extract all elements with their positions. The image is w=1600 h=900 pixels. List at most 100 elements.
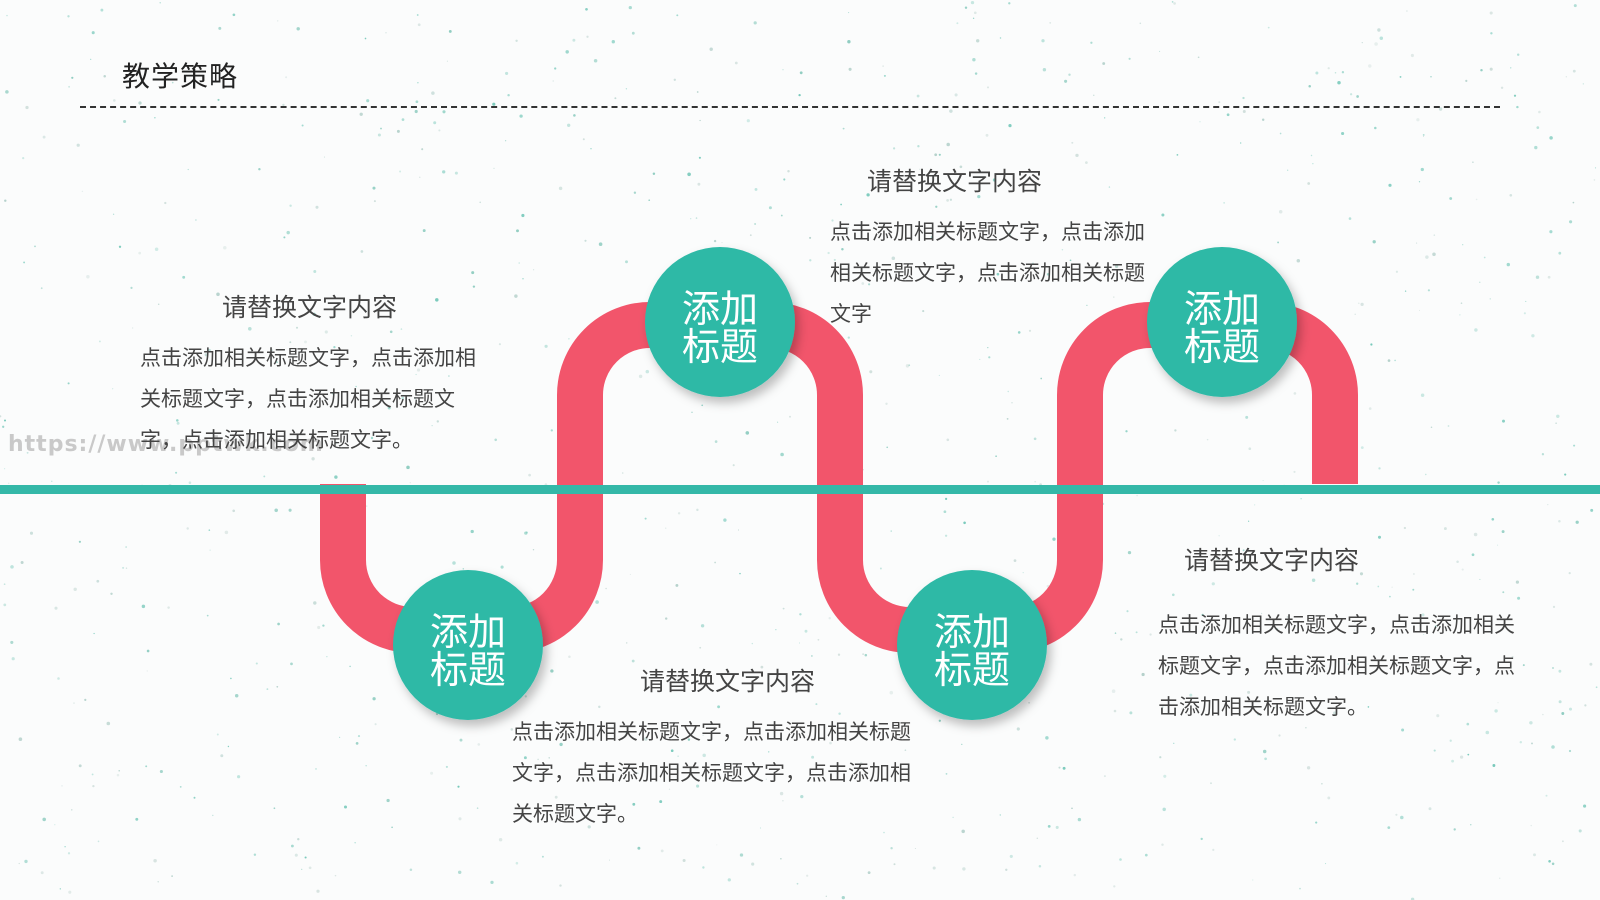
speckle bbox=[1005, 868, 1008, 871]
speckle bbox=[73, 702, 75, 704]
node-4[interactable] bbox=[1147, 247, 1297, 397]
speckle bbox=[568, 337, 570, 340]
speckle bbox=[714, 440, 718, 443]
speckle bbox=[1425, 473, 1427, 476]
speckle bbox=[1582, 83, 1584, 85]
speckle bbox=[922, 310, 925, 313]
speckle bbox=[1547, 275, 1551, 279]
speckle bbox=[118, 769, 120, 772]
speckle bbox=[96, 579, 100, 583]
speckle bbox=[1045, 736, 1049, 740]
speckle bbox=[777, 421, 779, 423]
speckle bbox=[3, 583, 6, 586]
speckle bbox=[1551, 666, 1555, 670]
speckle bbox=[1573, 4, 1577, 8]
speckle bbox=[1522, 664, 1525, 667]
speckle bbox=[628, 5, 632, 10]
speckle bbox=[1354, 313, 1356, 316]
node-2[interactable] bbox=[645, 247, 795, 397]
speckle bbox=[1594, 167, 1597, 169]
speckle bbox=[1405, 10, 1408, 12]
speckle bbox=[1349, 93, 1353, 96]
speckle bbox=[438, 129, 441, 132]
speckle bbox=[782, 799, 784, 802]
speckle bbox=[1113, 296, 1115, 298]
node-3-label-line1: 添加 bbox=[934, 610, 1010, 654]
speckle bbox=[584, 239, 587, 242]
speckle bbox=[1394, 359, 1396, 362]
speckle bbox=[886, 446, 889, 449]
speckle bbox=[605, 587, 607, 590]
speckle bbox=[670, 749, 674, 753]
speckle bbox=[1274, 705, 1278, 709]
speckle bbox=[1173, 742, 1175, 744]
speckle bbox=[34, 245, 36, 248]
speckle bbox=[1525, 300, 1527, 302]
speckle bbox=[57, 677, 60, 680]
speckle bbox=[490, 880, 494, 885]
speckle bbox=[861, 282, 865, 285]
speckle bbox=[26, 451, 29, 454]
speckle bbox=[1108, 186, 1111, 188]
speckle bbox=[559, 884, 562, 887]
speckle bbox=[84, 698, 87, 701]
speckle bbox=[396, 129, 400, 133]
speckle bbox=[1210, 782, 1212, 785]
speckle bbox=[276, 685, 279, 688]
speckle bbox=[209, 549, 211, 551]
speckle bbox=[1226, 113, 1230, 117]
speckle bbox=[1360, 302, 1364, 307]
speckle bbox=[138, 251, 142, 255]
speckle bbox=[1055, 825, 1059, 829]
node-3[interactable] bbox=[897, 570, 1047, 720]
speckle bbox=[1395, 813, 1398, 816]
speckle bbox=[1218, 535, 1220, 537]
text-block-4-body: 点击添加相关标题文字，点击添加相关标题文字，点击添加相关标题文字，点击添加相关标… bbox=[1158, 613, 1515, 719]
speckle bbox=[847, 227, 849, 229]
speckle bbox=[1073, 873, 1077, 877]
speckle bbox=[1374, 42, 1378, 46]
speckle bbox=[1548, 859, 1551, 863]
speckle bbox=[1286, 616, 1289, 618]
speckle bbox=[1545, 794, 1548, 797]
speckle bbox=[598, 705, 601, 709]
speckle bbox=[908, 364, 911, 367]
speckle bbox=[42, 135, 46, 139]
speckle bbox=[999, 814, 1002, 816]
speckle bbox=[186, 527, 189, 530]
speckle bbox=[1356, 95, 1359, 98]
speckle bbox=[430, 771, 434, 775]
speckle bbox=[1568, 707, 1573, 711]
speckle bbox=[125, 546, 127, 548]
speckle bbox=[1009, 854, 1013, 858]
speckle bbox=[1377, 585, 1380, 588]
node-1[interactable] bbox=[393, 570, 543, 720]
speckle bbox=[1456, 560, 1459, 563]
speckle bbox=[277, 622, 280, 626]
speckle bbox=[959, 165, 963, 169]
speckle bbox=[697, 182, 701, 186]
speckle bbox=[118, 245, 122, 248]
speckle bbox=[290, 662, 293, 666]
speckle bbox=[1513, 94, 1517, 97]
speckle bbox=[1593, 179, 1596, 181]
speckle bbox=[550, 669, 554, 673]
speckle bbox=[157, 881, 159, 883]
speckle bbox=[1497, 702, 1499, 704]
speckle bbox=[332, 392, 335, 395]
speckle bbox=[1480, 68, 1483, 72]
speckle bbox=[961, 829, 965, 834]
speckle bbox=[946, 199, 949, 202]
speckle bbox=[1254, 504, 1256, 506]
speckle bbox=[1412, 588, 1415, 591]
speckle bbox=[954, 93, 958, 97]
speckle bbox=[207, 348, 211, 353]
speckle bbox=[419, 176, 421, 178]
speckle bbox=[1568, 749, 1572, 753]
speckle bbox=[864, 653, 868, 657]
speckle bbox=[1034, 481, 1036, 483]
speckle bbox=[477, 743, 481, 746]
speckle bbox=[645, 369, 650, 374]
text-block-3-body: 点击添加相关标题文字，点击添加相关标题文字，点击添加相关标题文字，点击添加相关标… bbox=[512, 720, 911, 826]
speckle bbox=[295, 326, 299, 329]
